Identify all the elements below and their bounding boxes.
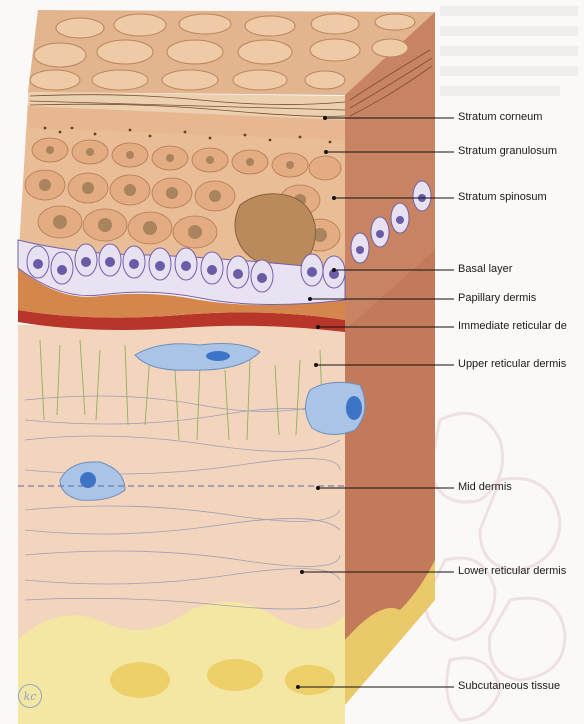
label-upper-reticular-dermis: Upper reticular dermis xyxy=(458,358,566,371)
label-basal-layer: Basal layer xyxy=(458,263,512,276)
label-immediate-reticular-dermis: Immediate reticular de xyxy=(458,320,567,333)
label-lower-reticular-dermis: Lower reticular dermis xyxy=(458,565,566,578)
fat-lobule xyxy=(285,665,335,695)
label-stratum-granulosum: Stratum granulosum xyxy=(458,145,557,158)
label-subcutaneous-tissue: Subcutaneous tissue xyxy=(458,680,560,693)
publisher-logo: kc xyxy=(18,684,42,708)
fat-lobule xyxy=(207,659,263,691)
label-stratum-spinosum: Stratum spinosum xyxy=(458,191,547,204)
label-papillary-dermis: Papillary dermis xyxy=(458,292,536,305)
label-stratum-corneum: Stratum corneum xyxy=(458,111,542,124)
label-mid-dermis: Mid dermis xyxy=(458,481,512,494)
fat-lobule xyxy=(110,662,170,698)
